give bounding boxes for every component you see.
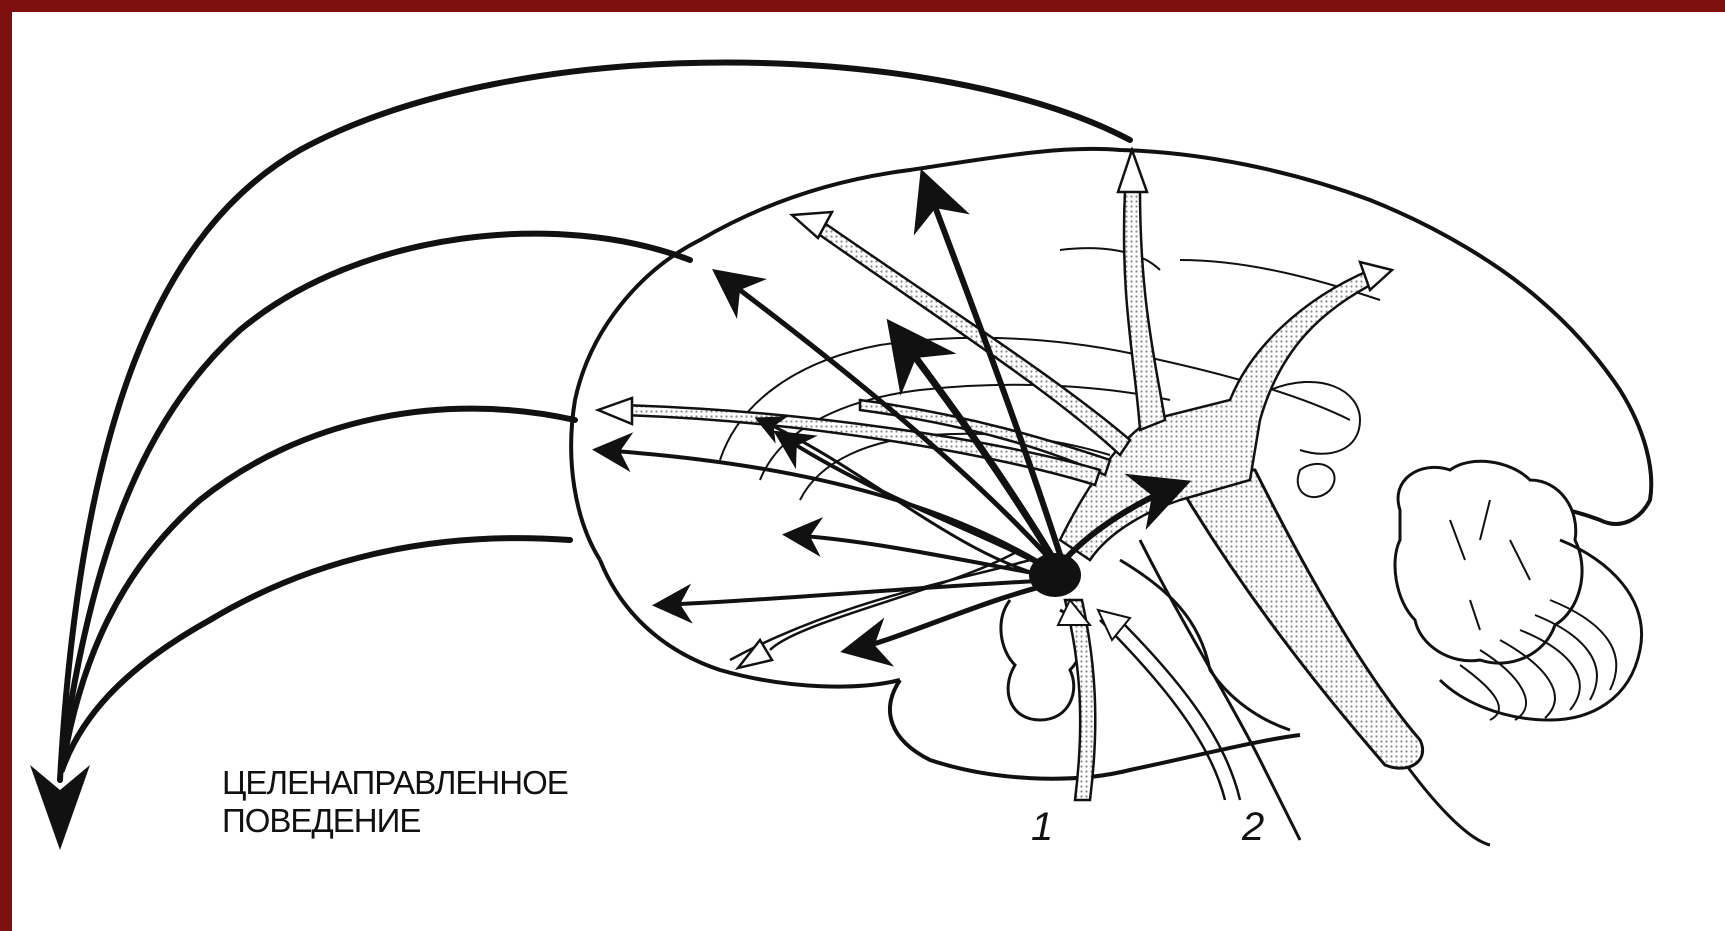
frontal-base-outline	[600, 560, 900, 687]
pathway-label-2: 2	[1242, 805, 1264, 850]
brainstem-column	[1170, 470, 1423, 768]
caption-line-2: ПОВЕДЕНИЕ	[222, 802, 568, 840]
goal-directed-behaviour-caption: ЦЕЛЕНАПРАВЛЕННОЕ ПОВЕДЕНИЕ	[222, 764, 568, 840]
pathway-label-1: 1	[1031, 805, 1053, 850]
source-nucleus	[1029, 553, 1081, 597]
cerebellum	[1395, 461, 1642, 720]
open-projections	[730, 550, 1030, 668]
caption-line-1: ЦЕЛЕНАПРАВЛЕННОЕ	[222, 764, 568, 802]
